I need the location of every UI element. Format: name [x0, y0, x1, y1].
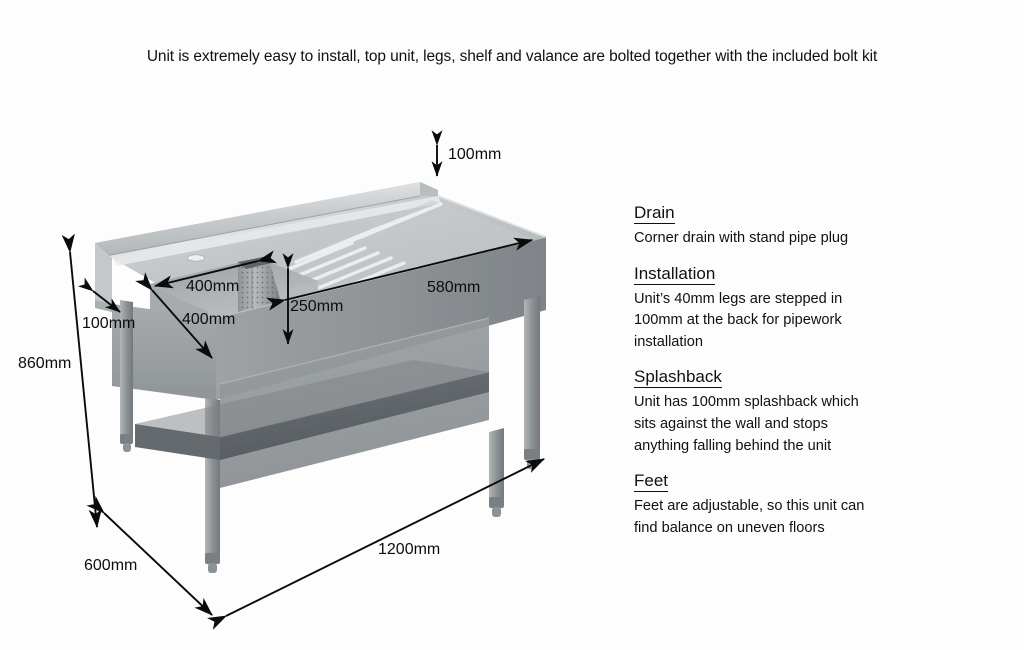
feature-installation-line-1: Unit’s 40mm legs are stepped in [634, 290, 843, 307]
feature-drain-line-1: Corner drain with stand pipe plug [634, 230, 849, 247]
feature-installation-heading: Installation [634, 264, 716, 285]
feature-drain-body: Corner drain with stand pipe plug [634, 228, 904, 250]
undershelf [135, 360, 490, 460]
header-caption: Unit is extremely easy to install, top u… [146, 48, 878, 65]
tap-hole [187, 254, 205, 262]
feature-list: Drain Corner drain with stand pipe plug … [634, 203, 904, 539]
feature-feet: Feet Feet are adjustable, so this unit c… [634, 471, 904, 539]
feature-splashback-heading: Splashback [634, 367, 722, 389]
feature-splashback-line-1: Unit has 100mm splashback which [634, 394, 859, 411]
leg-right [524, 296, 540, 456]
dimension-label-bowl-width: 400mm [186, 278, 240, 295]
dimension-label-splashback-height: 100mm [448, 146, 502, 163]
dimension-lines [61, 130, 546, 630]
dimension-label-leg-setback: 100mm [82, 315, 136, 332]
feature-installation-line-2: 100mm at the back for pipework [634, 312, 842, 329]
feature-installation: Installation Unit’s 40mm legs are steppe… [634, 264, 904, 354]
dimension-label-unit-height: 860mm [18, 355, 72, 372]
dimension-label-drainer-width: 580mm [427, 279, 481, 296]
feature-splashback-line-3: anything falling behind the unit [634, 437, 832, 454]
dimension-label-bowl-depth: 250mm [290, 298, 344, 315]
feature-splashback-body: Unit has 100mm splashback which sits aga… [634, 392, 904, 457]
feature-feet-line-1: Feet are adjustable, so this unit can [634, 498, 865, 515]
feature-splashback: Splashback Unit has 100mm splashback whi… [634, 367, 904, 457]
feature-drain-heading: Drain [634, 203, 675, 225]
feature-drain: Drain Corner drain with stand pipe plug [634, 203, 904, 250]
leg-back-left [120, 300, 133, 438]
feature-splashback-line-2: sits against the wall and stops [634, 416, 828, 433]
dimension-label-unit-depth: 600mm [84, 557, 138, 574]
feature-feet-body: Feet are adjustable, so this unit can fi… [634, 496, 904, 539]
feature-installation-body: Unit’s 40mm legs are stepped in 100mm at… [634, 289, 904, 354]
feature-installation-line-3: installation [634, 333, 703, 350]
leg-front-right [489, 428, 504, 504]
feature-feet-heading: Feet [634, 471, 669, 493]
dimension-label-bowl-length: 400mm [182, 311, 236, 328]
dimension-label-unit-length: 1200mm [378, 541, 441, 558]
feature-feet-line-2: find balance on uneven floors [634, 519, 825, 536]
